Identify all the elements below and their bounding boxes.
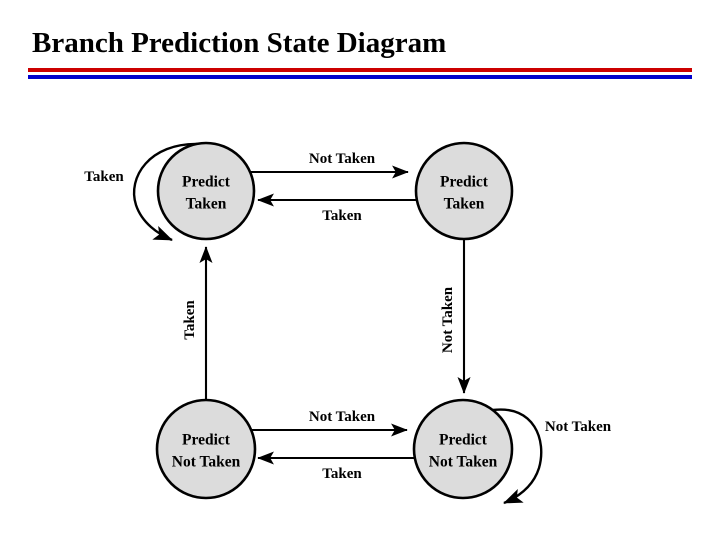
- edge-label-not-taken-top: Not Taken: [309, 151, 376, 167]
- state-label-line1: Predict: [182, 432, 231, 449]
- title-rule-red: [28, 68, 692, 72]
- self-loop-arc: [492, 408, 543, 505]
- state-node-strong-predict-not-taken[interactable]: Predict Not Taken: [412, 398, 514, 500]
- state-label-line2: Not Taken: [172, 454, 241, 471]
- transition-top-left-to-top-right: Not Taken: [243, 151, 409, 179]
- transition-self-loop-top-left: Taken: [84, 142, 199, 242]
- state-circle[interactable]: [412, 398, 514, 500]
- state-node-weak-predict-taken[interactable]: Predict Taken: [414, 141, 514, 241]
- edge-label-taken-top: Taken: [322, 208, 362, 224]
- transition-bottom-left-to-top-left: Taken: [182, 246, 213, 401]
- state-node-strong-predict-taken[interactable]: Predict Taken: [156, 141, 256, 241]
- edge-label-taken-left: Taken: [182, 300, 198, 340]
- transition-top-right-to-top-left: Taken: [257, 193, 427, 224]
- self-loop-arc: [133, 142, 199, 242]
- state-label-line2: Taken: [444, 196, 485, 213]
- edge-label-not-taken-bottom: Not Taken: [309, 409, 376, 425]
- state-label-line1: Predict: [440, 174, 489, 191]
- state-label-line2: Taken: [186, 196, 227, 213]
- transition-bottom-left-to-bottom-right: Not Taken: [243, 409, 408, 437]
- edge-label-not-taken-right: Not Taken: [440, 286, 456, 353]
- state-circle[interactable]: [155, 398, 257, 500]
- state-label-line1: Predict: [182, 174, 231, 191]
- page-title: Branch Prediction State Diagram: [32, 27, 447, 59]
- transition-bottom-right-to-bottom-left: Taken: [257, 451, 424, 482]
- state-circle[interactable]: [156, 141, 256, 241]
- state-node-weak-predict-not-taken[interactable]: Predict Not Taken: [155, 398, 257, 500]
- edge-label-taken-self-loop: Taken: [84, 169, 124, 185]
- transition-self-loop-bottom-right: Not Taken: [492, 408, 612, 505]
- title-rule-blue: [28, 75, 692, 79]
- state-label-line1: Predict: [439, 432, 488, 449]
- transition-top-right-to-bottom-right: Not Taken: [440, 240, 471, 394]
- edge-label-not-taken-self-loop: Not Taken: [545, 419, 612, 435]
- state-circle[interactable]: [414, 141, 514, 241]
- edge-label-taken-bottom: Taken: [322, 466, 362, 482]
- state-label-line2: Not Taken: [429, 454, 498, 471]
- state-diagram: Not Taken Taken Not Taken Taken Taken: [0, 95, 720, 540]
